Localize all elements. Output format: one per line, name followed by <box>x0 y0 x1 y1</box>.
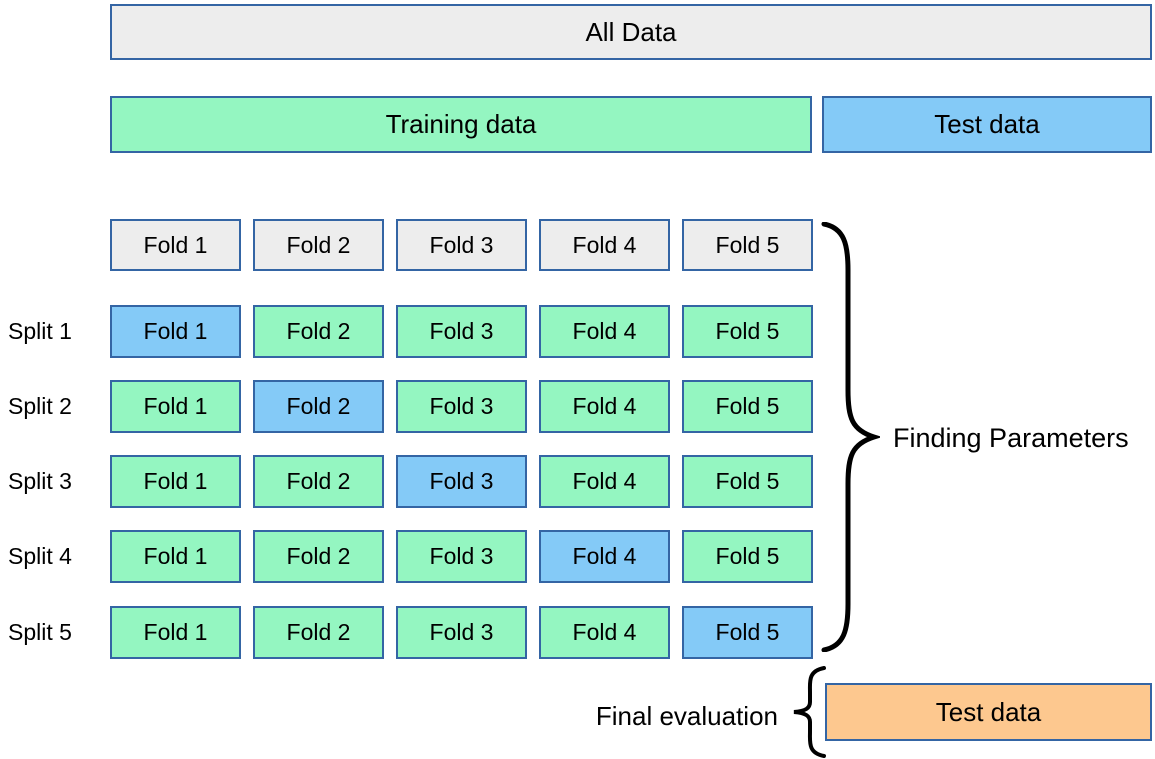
split-5-fold-1: Fold 1 <box>110 606 241 659</box>
split-row-5: Split 5 Fold 1 Fold 2 Fold 3 Fold 4 Fold… <box>0 606 1155 659</box>
split-row-4: Split 4 Fold 1 Fold 2 Fold 3 Fold 4 Fold… <box>0 530 1155 583</box>
split-2-fold-5: Fold 5 <box>682 380 813 433</box>
split-3-label: Split 3 <box>8 468 72 494</box>
finding-parameters-label: Finding Parameters <box>893 423 1129 453</box>
split-4-fold-3: Fold 3 <box>396 530 527 583</box>
header-fold-3: Fold 3 <box>396 219 527 271</box>
split-3-fold-2: Fold 2 <box>253 455 384 508</box>
split-4-label: Split 4 <box>8 543 72 569</box>
final-evaluation-label: Final evaluation <box>595 701 778 731</box>
all-data-bar: All Data <box>110 4 1152 60</box>
header-fold-4: Fold 4 <box>539 219 670 271</box>
split-2-label: Split 2 <box>8 393 72 419</box>
split-1-fold-2: Fold 2 <box>253 305 384 358</box>
header-fold-5: Fold 5 <box>682 219 813 271</box>
test-data-bar: Test data <box>822 96 1152 153</box>
split-1-fold-4: Fold 4 <box>539 305 670 358</box>
split-4-fold-4: Fold 4 <box>539 530 670 583</box>
split-row-2: Split 2 Fold 1 Fold 2 Fold 3 Fold 4 Fold… <box>0 380 1155 433</box>
training-data-label: Training data <box>385 109 537 139</box>
test-data-label: Test data <box>934 109 1040 139</box>
split-3-fold-5: Fold 5 <box>682 455 813 508</box>
split-row-1: Split 1 Fold 1 Fold 2 Fold 3 Fold 4 Fold… <box>0 305 1155 358</box>
split-5-fold-5: Fold 5 <box>682 606 813 659</box>
fold-header-row: Fold 1 Fold 2 Fold 3 Fold 4 Fold 5 <box>0 219 1155 272</box>
split-1-fold-1: Fold 1 <box>110 305 241 358</box>
training-data-bar: Training data <box>110 96 812 153</box>
split-2-fold-4: Fold 4 <box>539 380 670 433</box>
header-fold-1: Fold 1 <box>110 219 241 271</box>
split-3-fold-4: Fold 4 <box>539 455 670 508</box>
split-4-fold-2: Fold 2 <box>253 530 384 583</box>
split-5-fold-2: Fold 2 <box>253 606 384 659</box>
final-test-data-label: Test data <box>935 696 1042 727</box>
split-3-fold-3: Fold 3 <box>396 455 527 508</box>
split-2-fold-3: Fold 3 <box>396 380 527 433</box>
finding-parameters-brace <box>821 222 880 652</box>
split-2-fold-2: Fold 2 <box>253 380 384 433</box>
split-5-fold-3: Fold 3 <box>396 606 527 659</box>
all-data-label: All Data <box>585 16 677 47</box>
split-4-fold-5: Fold 5 <box>682 530 813 583</box>
final-evaluation-brace <box>793 666 826 758</box>
split-3-fold-1: Fold 1 <box>110 455 241 508</box>
header-fold-2: Fold 2 <box>253 219 384 271</box>
split-5-label: Split 5 <box>8 619 72 645</box>
split-1-fold-5: Fold 5 <box>682 305 813 358</box>
split-4-fold-1: Fold 1 <box>110 530 241 583</box>
split-2-fold-1: Fold 1 <box>110 380 241 433</box>
split-5-fold-4: Fold 4 <box>539 606 670 659</box>
split-1-fold-3: Fold 3 <box>396 305 527 358</box>
split-1-label: Split 1 <box>8 318 72 344</box>
final-test-data-box: Test data <box>825 683 1152 741</box>
split-row-3: Split 3 Fold 1 Fold 2 Fold 3 Fold 4 Fold… <box>0 455 1155 508</box>
